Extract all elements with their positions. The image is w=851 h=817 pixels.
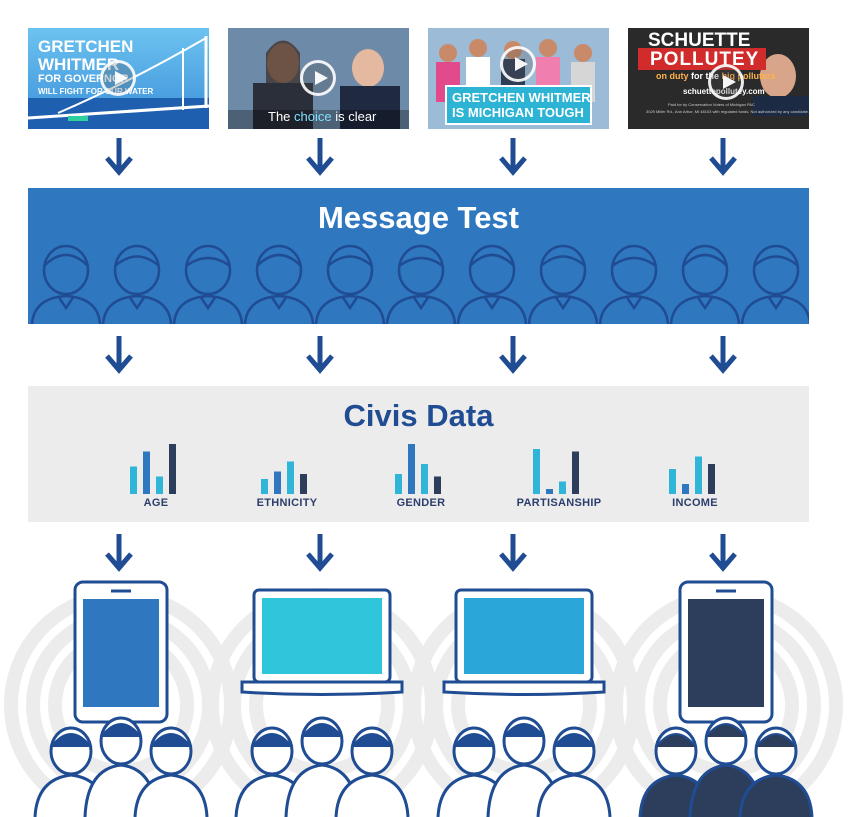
metric-bar-chart-ethnicity [261,461,307,494]
metric-bar [533,449,540,494]
person-icon [172,244,244,324]
audience-people-icons [30,244,809,324]
metric-bar [695,456,702,494]
metric-label: PARTISANSHIP [516,497,602,509]
metric-bar [274,471,281,494]
line3-emphasis: big polluters [721,71,776,81]
line3-pre: on duty [656,71,691,81]
metric-bar [682,484,689,494]
person-icon [598,244,670,324]
person-icon [385,244,457,324]
arrow-down-icon [306,534,334,572]
metric-bar [169,444,176,494]
smartphone-icon [609,580,843,817]
arrow-down-icon [499,534,527,572]
arrow-down-icon [105,336,133,374]
metric-bar [408,444,415,494]
caption-post: is clear [331,109,377,124]
arrow-down-icon [105,138,133,176]
play-icon[interactable] [500,46,536,82]
metric-bar [434,476,441,494]
ad4-line3: on duty for the big polluters [656,72,776,81]
ad4-line2: POLLUTEY [650,49,760,70]
metric-bar [559,481,566,494]
person-icon [527,244,599,324]
caption-emphasis: choice [294,109,332,124]
metric-bar [669,469,676,494]
metric-bar [261,479,268,494]
person-icon [101,244,173,324]
arrow-down-icon [709,336,737,374]
metric-bar [395,474,402,494]
play-icon[interactable] [100,60,136,96]
metric-bar [143,451,150,494]
audience-group-icon [436,716,612,817]
metric-label: ETHNICITY [256,497,318,509]
metric-label: GENDER [396,497,446,509]
play-icon[interactable] [708,64,744,100]
ad1-line1: GRETCHEN [38,37,134,56]
metric-bar-chart-income [669,456,715,494]
ad1-line4: WILL FIGHT FOR OUR WATER [38,87,154,96]
ad-thumbnail-water[interactable]: GRETCHEN WHITMER FOR GOVERNOR WILL FIGHT… [28,28,209,129]
person-icon [314,244,386,324]
arrow-down-icon [499,138,527,176]
ad3-line2: IS MICHIGAN TOUGH [452,105,584,120]
message-test-title: Message Test [317,200,519,235]
ad4-fine2: 3029 Miller Rd., Ann Arbor, MI 48103 wit… [646,109,809,114]
metric-bar [287,461,294,494]
metric-label: INCOME [672,497,718,509]
metric-bar [546,489,553,494]
metric-bar [130,466,137,494]
person-icon [243,244,315,324]
civis-data-band: Civis Data AGE ETHNICITY GENDER PARTISANSHI… [28,386,809,522]
metric-bar [156,476,163,494]
person-icon [456,244,528,324]
arrow-down-icon [709,534,737,572]
ad4-line1: SCHUETTE [648,30,751,51]
metric-bar-chart-partisanship [533,449,579,494]
caption-pre: The [268,109,295,124]
audience-group-icon [234,716,410,817]
audience-group-icon [638,716,814,817]
person-icon [30,244,102,324]
ad3-line1: GRETCHEN WHITMER [452,90,591,105]
arrow-down-icon [105,534,133,572]
metric-label: AGE [143,497,169,509]
message-test-band: Message Test [28,188,809,324]
metric-bar [572,451,579,494]
candidates-photo [228,28,409,129]
line3-mid: for the [691,71,722,81]
ad2-caption: The choice is clear [268,110,376,123]
ad-thumbnail-choice[interactable]: The choice is clear [228,28,409,129]
ad-thumbnail-pollutey[interactable]: SCHUETTE POLLUTEY on duty for the big po… [628,28,809,129]
device-audience-row [4,580,843,817]
person-icon [669,244,741,324]
arrow-down-icon [306,138,334,176]
play-icon[interactable] [300,60,336,96]
metric-bar-chart-age [130,444,176,494]
metric-bar [421,464,428,494]
civis-data-title: Civis Data [343,398,494,433]
ad1-line3: FOR GOVERNOR [38,73,129,85]
metric-bar [300,474,307,494]
metric-bar [708,464,715,494]
person-icon [740,244,809,324]
ad4-fine1: Paid for by Conservation Voters of Michi… [668,102,755,107]
ad-thumbnail-tough[interactable]: GRETCHEN WHITMER IS MICHIGAN TOUGH [428,28,609,129]
arrow-down-icon [499,336,527,374]
arrow-down-icon [306,336,334,374]
ad1-line2: WHITMER [38,55,120,74]
audience-group-icon [33,716,209,817]
metric-bar-chart-gender [395,444,441,494]
arrow-down-icon [709,138,737,176]
